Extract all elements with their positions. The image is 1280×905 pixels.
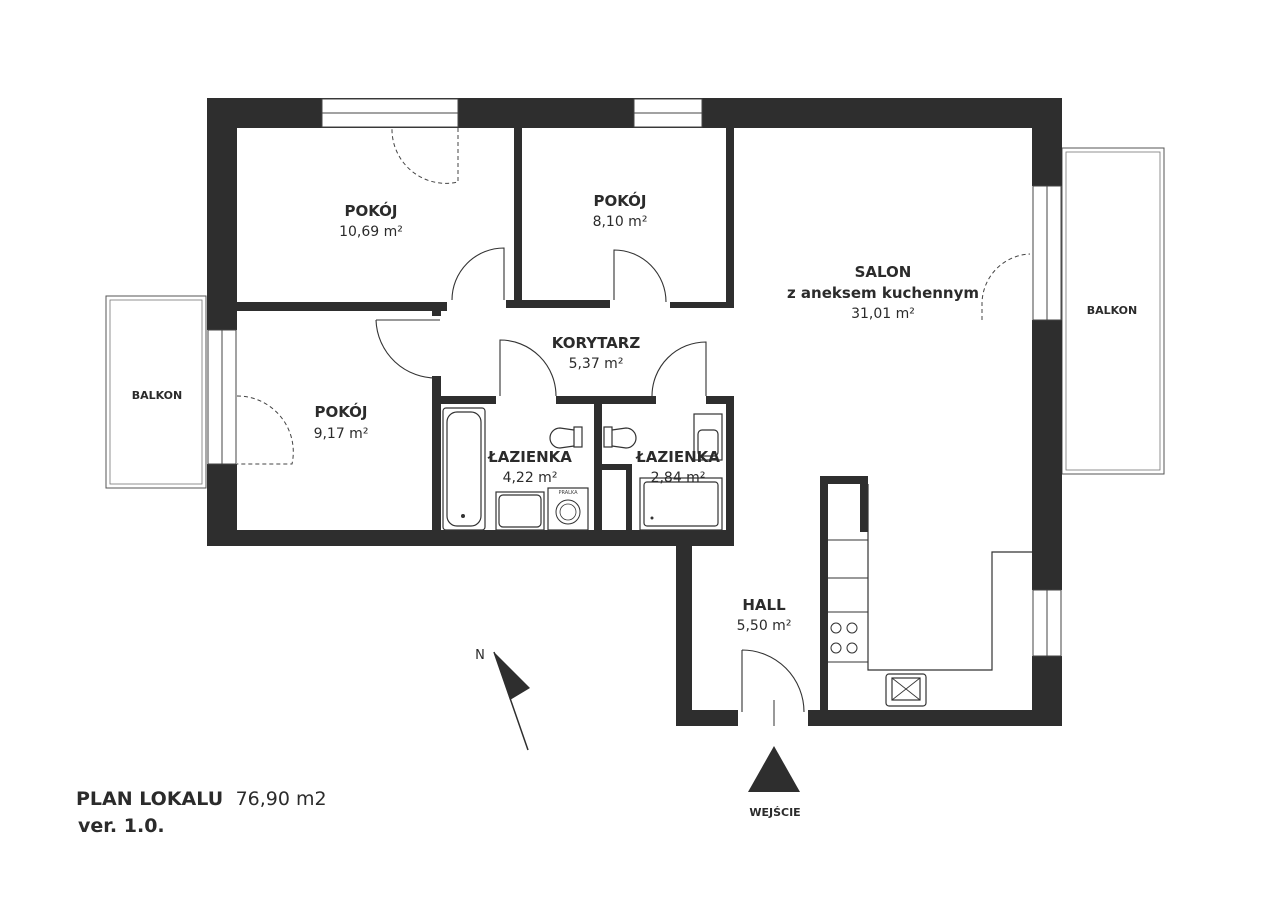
room-pokoj-3: POKÓJ 9,17 m² [314, 402, 369, 442]
room-salon-area: 31,01 m² [851, 306, 915, 322]
entrance-label: WEJŚCIE [749, 806, 800, 819]
windows [207, 98, 1062, 657]
washer-label: PRALKA [558, 490, 578, 496]
plan-title-label: PLAN LOKALU [76, 788, 223, 810]
room-hall-area: 5,50 m² [737, 618, 792, 634]
title-block: PLAN LOKALU 76,90 m2 ver. 1.0. [76, 788, 327, 837]
bathroom-2-fixtures [603, 413, 723, 531]
balcony-right-label: BALKON [1087, 304, 1138, 317]
room-pokoj-2-area: 8,10 m² [593, 214, 648, 230]
north-arrow: N [475, 648, 530, 751]
room-lazienka-1-area: 4,22 m² [503, 470, 558, 486]
bathroom-1-fixtures: PRALKA [442, 407, 589, 531]
entrance-marker: WEJŚCIE [748, 746, 801, 819]
plan-title-area: 76,90 m2 [236, 788, 327, 810]
interior-walls [237, 128, 868, 716]
room-korytarz: KORYTARZ 5,37 m² [552, 334, 641, 372]
room-lazienka-2-name: ŁAZIENKA [635, 448, 720, 466]
room-pokoj-1-area: 10,69 m² [339, 224, 403, 240]
doors [236, 127, 1031, 726]
room-salon: SALON z aneksem kuchennym 31,01 m² [787, 263, 979, 322]
room-pokoj-3-area: 9,17 m² [314, 426, 369, 442]
north-arrow-head [494, 652, 530, 700]
room-pokoj-1-name: POKÓJ [344, 201, 397, 220]
room-lazienka-2: ŁAZIENKA 2,84 m² [635, 448, 720, 486]
kitchen-fixtures [828, 484, 1032, 707]
room-lazienka-1-name: ŁAZIENKA [487, 448, 572, 466]
room-salon-name: SALON [855, 263, 912, 281]
room-pokoj-3-name: POKÓJ [314, 402, 367, 421]
room-pokoj-2-name: POKÓJ [593, 191, 646, 210]
plan-title: PLAN LOKALU 76,90 m2 [76, 788, 327, 810]
entrance-triangle-icon [748, 746, 800, 792]
room-salon-subtitle: z aneksem kuchennym [787, 284, 979, 302]
balcony-left-label: BALKON [132, 389, 183, 402]
room-hall: HALL 5,50 m² [737, 596, 792, 634]
balcony-right: BALKON [1061, 147, 1165, 475]
plan-version: ver. 1.0. [78, 815, 165, 837]
room-pokoj-1: POKÓJ 10,69 m² [339, 201, 403, 240]
room-pokoj-2: POKÓJ 8,10 m² [593, 191, 648, 230]
north-label: N [475, 648, 485, 663]
balcony-left: BALKON [105, 295, 207, 489]
room-lazienka-1: ŁAZIENKA 4,22 m² [487, 448, 572, 486]
room-lazienka-2-area: 2,84 m² [651, 470, 706, 486]
room-korytarz-name: KORYTARZ [552, 334, 641, 352]
room-korytarz-area: 5,37 m² [569, 356, 624, 372]
room-hall-name: HALL [742, 596, 786, 614]
